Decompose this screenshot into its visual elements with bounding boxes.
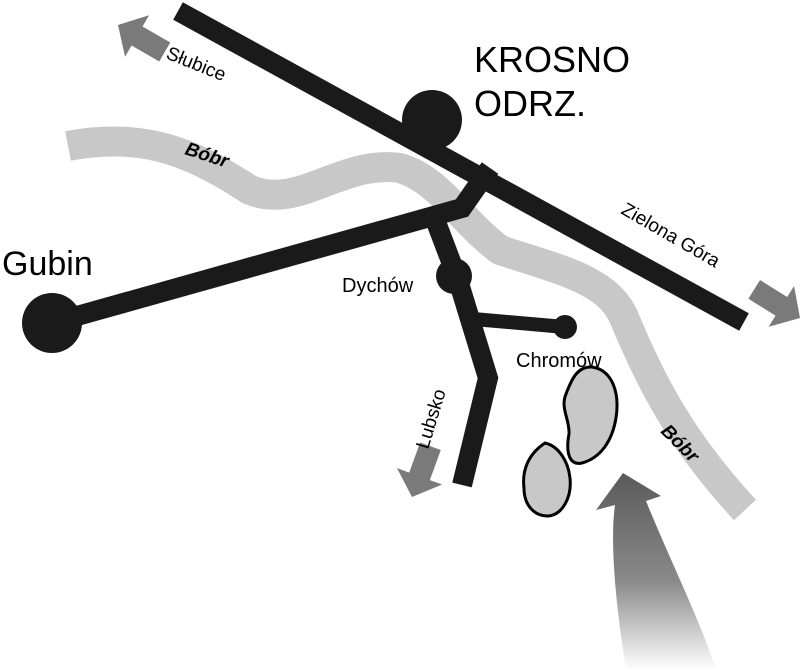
gubin-label: Gubin: [2, 245, 93, 283]
road-lubsko: [426, 218, 499, 488]
chromow-marker: [553, 315, 577, 339]
dychow-marker: [436, 258, 472, 294]
krosno-marker: [402, 90, 462, 150]
lake-upper: [562, 365, 619, 465]
krosno-label-line2: ODRZ.: [474, 83, 586, 124]
dychow-label: Dychów: [342, 275, 414, 297]
lake-lower: [522, 441, 572, 518]
chromow-label: Chromów: [516, 350, 602, 372]
krosno-label-line1: KROSNO: [474, 39, 630, 80]
slubice-label: Słubice: [163, 43, 229, 86]
lubsko-label: Lubsko: [413, 387, 451, 452]
road-slubice-zielona-gora: [173, 2, 749, 331]
road-network: [49, 2, 749, 488]
road-chromow: [461, 311, 566, 334]
gubin-marker: [22, 293, 82, 353]
road-krosno-gubin: [49, 162, 499, 333]
approach-arrow-icon: [596, 473, 716, 670]
arrow-lubsko-icon: [396, 442, 443, 497]
arrow-slubice-icon: [118, 15, 171, 62]
arrow-zielona-gora-icon: [748, 280, 800, 327]
river-bobr: [65, 126, 756, 521]
